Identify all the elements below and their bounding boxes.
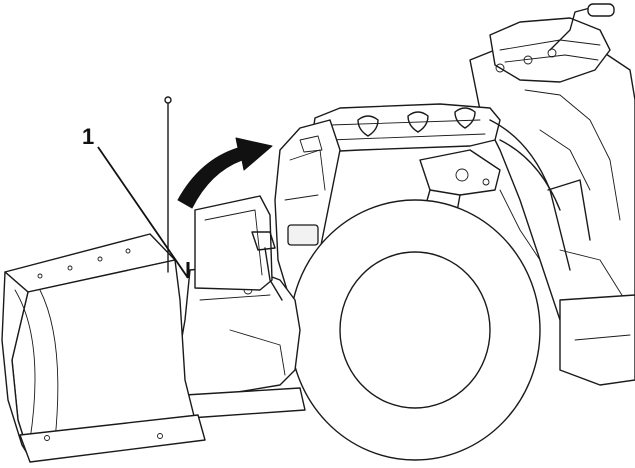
atv-body xyxy=(469,3,635,341)
callout-1-label: 1 xyxy=(82,124,94,149)
front-rack xyxy=(311,103,591,271)
callout-1: 1 xyxy=(82,124,190,279)
front-wheel xyxy=(289,199,541,461)
plow-mount xyxy=(177,264,306,419)
curved-arrow-rotation-icon xyxy=(177,137,273,209)
plow-blade xyxy=(1,233,206,463)
antenna-rod xyxy=(164,96,172,273)
callout-1-leader-line xyxy=(97,146,189,279)
rear-wheel xyxy=(559,294,635,386)
front-guard xyxy=(194,195,283,301)
